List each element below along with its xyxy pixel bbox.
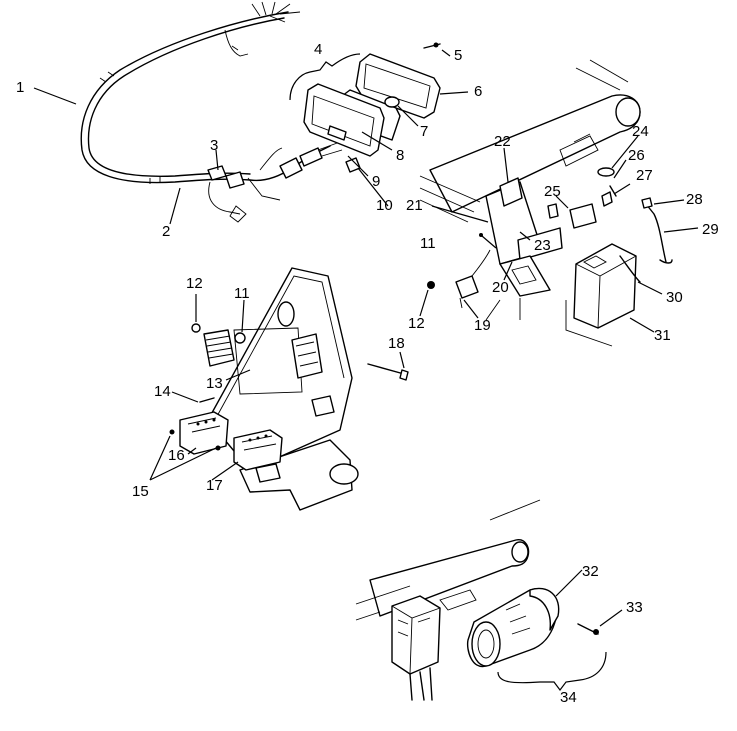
callout-17: 17 [206, 477, 223, 494]
callout-16: 16 [168, 447, 185, 464]
callout-3: 3 [210, 137, 218, 154]
callout-11-right: 11 [420, 235, 436, 252]
callout-7: 7 [420, 123, 428, 140]
callout-34: 34 [560, 689, 577, 706]
callout-21: 21 [406, 197, 423, 214]
tail-light-assembly [303, 42, 441, 173]
callout-22: 22 [494, 133, 511, 150]
callout-33: 33 [626, 599, 643, 616]
callout-12-left: 12 [186, 275, 203, 292]
callout-28: 28 [686, 191, 703, 208]
callout-labels: 1 2 3 4 5 6 7 8 9 10 11 11 12 12 13 14 1… [16, 41, 719, 706]
callout-15: 15 [132, 483, 149, 500]
callout-24: 24 [632, 123, 649, 140]
starter-motor-area [355, 499, 599, 701]
callout-19: 19 [474, 317, 491, 334]
callout-27: 27 [636, 167, 653, 184]
callout-12-right: 12 [408, 315, 425, 332]
leader-lines [33, 49, 699, 691]
callout-8: 8 [396, 147, 404, 164]
callout-9: 9 [372, 173, 380, 190]
callout-29: 29 [702, 221, 719, 238]
callout-11-left: 11 [234, 285, 250, 302]
callout-1: 1 [16, 79, 24, 96]
callout-26: 26 [628, 147, 645, 164]
callout-25: 25 [544, 183, 561, 200]
wiring-harness [80, 1, 343, 223]
callout-14: 14 [154, 383, 171, 400]
frame-battery-area [419, 59, 673, 347]
callout-30: 30 [666, 289, 683, 306]
callout-18: 18 [388, 335, 405, 352]
callout-5: 5 [454, 47, 462, 64]
callout-13: 13 [206, 375, 223, 392]
callout-20: 20 [492, 279, 509, 296]
callout-31: 31 [654, 327, 671, 344]
mounting-plate [169, 267, 409, 511]
callout-6: 6 [474, 83, 482, 100]
callout-2: 2 [162, 223, 170, 240]
callout-4: 4 [314, 41, 322, 58]
callout-10: 10 [376, 197, 393, 214]
callout-32: 32 [582, 563, 599, 580]
callout-23: 23 [534, 237, 551, 254]
